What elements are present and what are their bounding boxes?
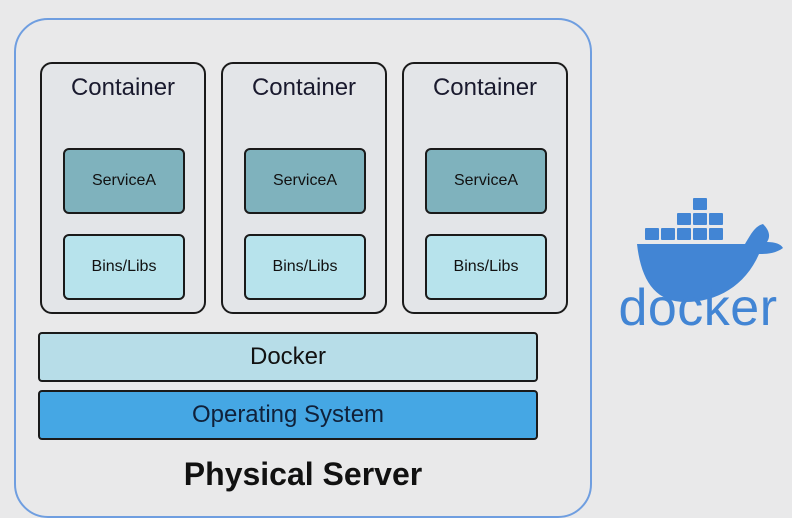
bins-libs-box: Bins/Libs [63,234,185,300]
container-title: Container [432,74,538,101]
physical-server-label: Physical Server [183,456,423,492]
container-1: Container ServiceA Bins/Libs [40,62,206,314]
container-title: Container [251,74,357,101]
bins-libs-box: Bins/Libs [244,234,366,300]
service-box: ServiceA [425,148,547,214]
service-box: ServiceA [63,148,185,214]
service-box: ServiceA [244,148,366,214]
docker-whale-icon [637,198,783,302]
docker-wordmark: docker [618,279,778,337]
container-3: Container ServiceA Bins/Libs [402,62,568,314]
operating-system-layer: Operating System [38,390,538,440]
bins-libs-box: Bins/Libs [425,234,547,300]
container-title: Container [70,74,176,101]
docker-layer: Docker [38,332,538,382]
container-2: Container ServiceA Bins/Libs [221,62,387,314]
